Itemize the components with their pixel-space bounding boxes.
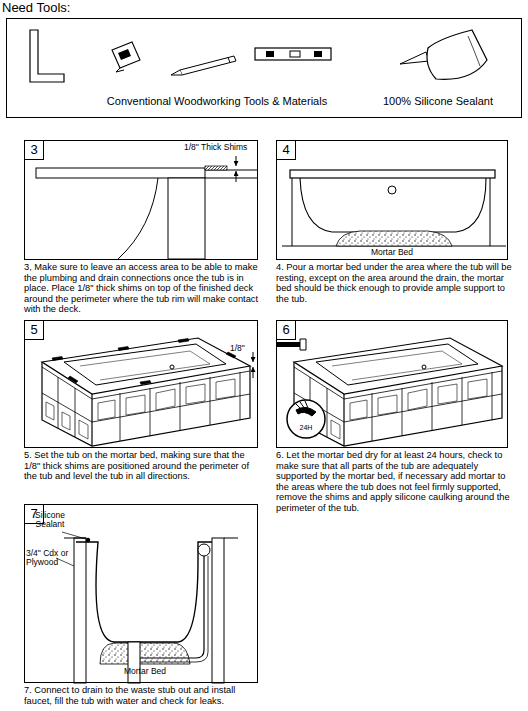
tape-measure (118, 49, 131, 60)
drain-section (74, 538, 86, 683)
step-caption: 4. Pour a mortar bed under the area wher… (276, 262, 512, 304)
drain-section (128, 642, 140, 683)
tape-measure (112, 42, 140, 72)
step-panel: 7. Connect to drain to the waste stub ou… (24, 504, 258, 683)
drain-section (198, 544, 210, 556)
deck-detail (36, 168, 205, 178)
spirit-level (266, 51, 274, 57)
mortar-section (290, 170, 495, 178)
step-number-text: 5 (25, 321, 43, 339)
tub-in-frame (253, 352, 254, 362)
mortar-section (282, 178, 506, 246)
step-number: 4 (276, 140, 296, 160)
deck-detail (236, 171, 237, 182)
tape-measure (116, 68, 124, 72)
tape-measure (112, 42, 140, 68)
spirit-level (314, 51, 322, 57)
step-number-text: 3 (25, 141, 43, 159)
square-tool (30, 30, 64, 82)
callout-label: 1/8" (230, 344, 252, 353)
spirit-level (255, 48, 331, 60)
mortar-section (300, 178, 486, 232)
step-number: 6 (276, 320, 296, 340)
tub-in-frame (52, 339, 236, 385)
callout-label: 24H (293, 424, 319, 432)
step-caption: 7. Connect to drain to the waste stub ou… (24, 685, 262, 706)
deck-detail (168, 178, 205, 259)
spirit-level (255, 48, 331, 60)
tub-in-frame (276, 342, 302, 347)
drying-time-icon (296, 401, 316, 416)
square-tool (30, 30, 64, 82)
callout-label: Mortar Bed (110, 667, 180, 676)
step-panel: 4. Pour a mortar bed under the area wher… (276, 140, 508, 260)
section-title: Need Tools: (2, 0, 70, 15)
spirit-level (290, 51, 300, 57)
tub-in-frame (294, 338, 502, 446)
sealant-tube (468, 36, 480, 66)
pencil (180, 56, 236, 75)
step-caption: 3, Make sure to leave an access area to … (24, 262, 262, 315)
deck-detail (36, 156, 257, 259)
drain-section (64, 538, 238, 539)
drain-section (140, 556, 208, 662)
drain-section (86, 538, 90, 542)
tool-caption: Conventional Woodworking Tools & Materia… (67, 95, 367, 107)
sealant-tube (400, 30, 487, 79)
deck-detail (236, 156, 237, 166)
step-panel: 5. Set the tub on the mortar bed, making… (24, 320, 258, 448)
step-caption: 6. Let the mortar bed dry for at least 2… (276, 450, 512, 513)
step-caption: 5. Set the tub on the mortar bed, making… (24, 450, 262, 482)
deck-detail (205, 166, 227, 170)
drain-section (56, 558, 74, 566)
step-number: 5 (24, 320, 44, 340)
drain-section (62, 532, 86, 539)
drain-section (56, 532, 238, 683)
sealant-tube (400, 52, 429, 64)
drying-time-icon (287, 400, 325, 438)
step-number-text: 4 (277, 141, 295, 159)
tools-box: Conventional Woodworking Tools & Materia… (6, 18, 522, 118)
step-number: 3 (24, 140, 44, 160)
deck-detail (205, 170, 257, 178)
mortar-section (336, 231, 452, 246)
pencil (228, 58, 230, 63)
tub-in-frame (300, 339, 306, 350)
pencil (171, 56, 236, 75)
drain-section (140, 556, 204, 658)
mortar-section (388, 186, 396, 194)
callout-label: 3/4" Cdx or Plywood (26, 549, 74, 568)
drain-section (76, 542, 212, 642)
drain-section (100, 643, 190, 664)
callout-label: Mortar Bed (357, 248, 427, 257)
callout-label: Silicone Sealant (28, 511, 72, 530)
tub-in-frame (253, 367, 254, 378)
tub-in-frame (42, 338, 250, 446)
step-number-text: 6 (277, 321, 295, 339)
sealant-tube (427, 30, 487, 79)
pencil (171, 70, 182, 75)
step-panel: 3, Make sure to leave an access area to … (24, 140, 258, 260)
tub-in-frame (42, 338, 253, 446)
deck-detail (118, 178, 158, 259)
drying-time-icon (287, 400, 325, 438)
tub-in-frame (276, 338, 502, 446)
tool-caption: 100% Silicone Sealant (353, 95, 523, 107)
mortar-section (282, 170, 506, 246)
callout-label: 1/8" Thick Shims (184, 143, 260, 152)
drain-section (212, 538, 224, 683)
